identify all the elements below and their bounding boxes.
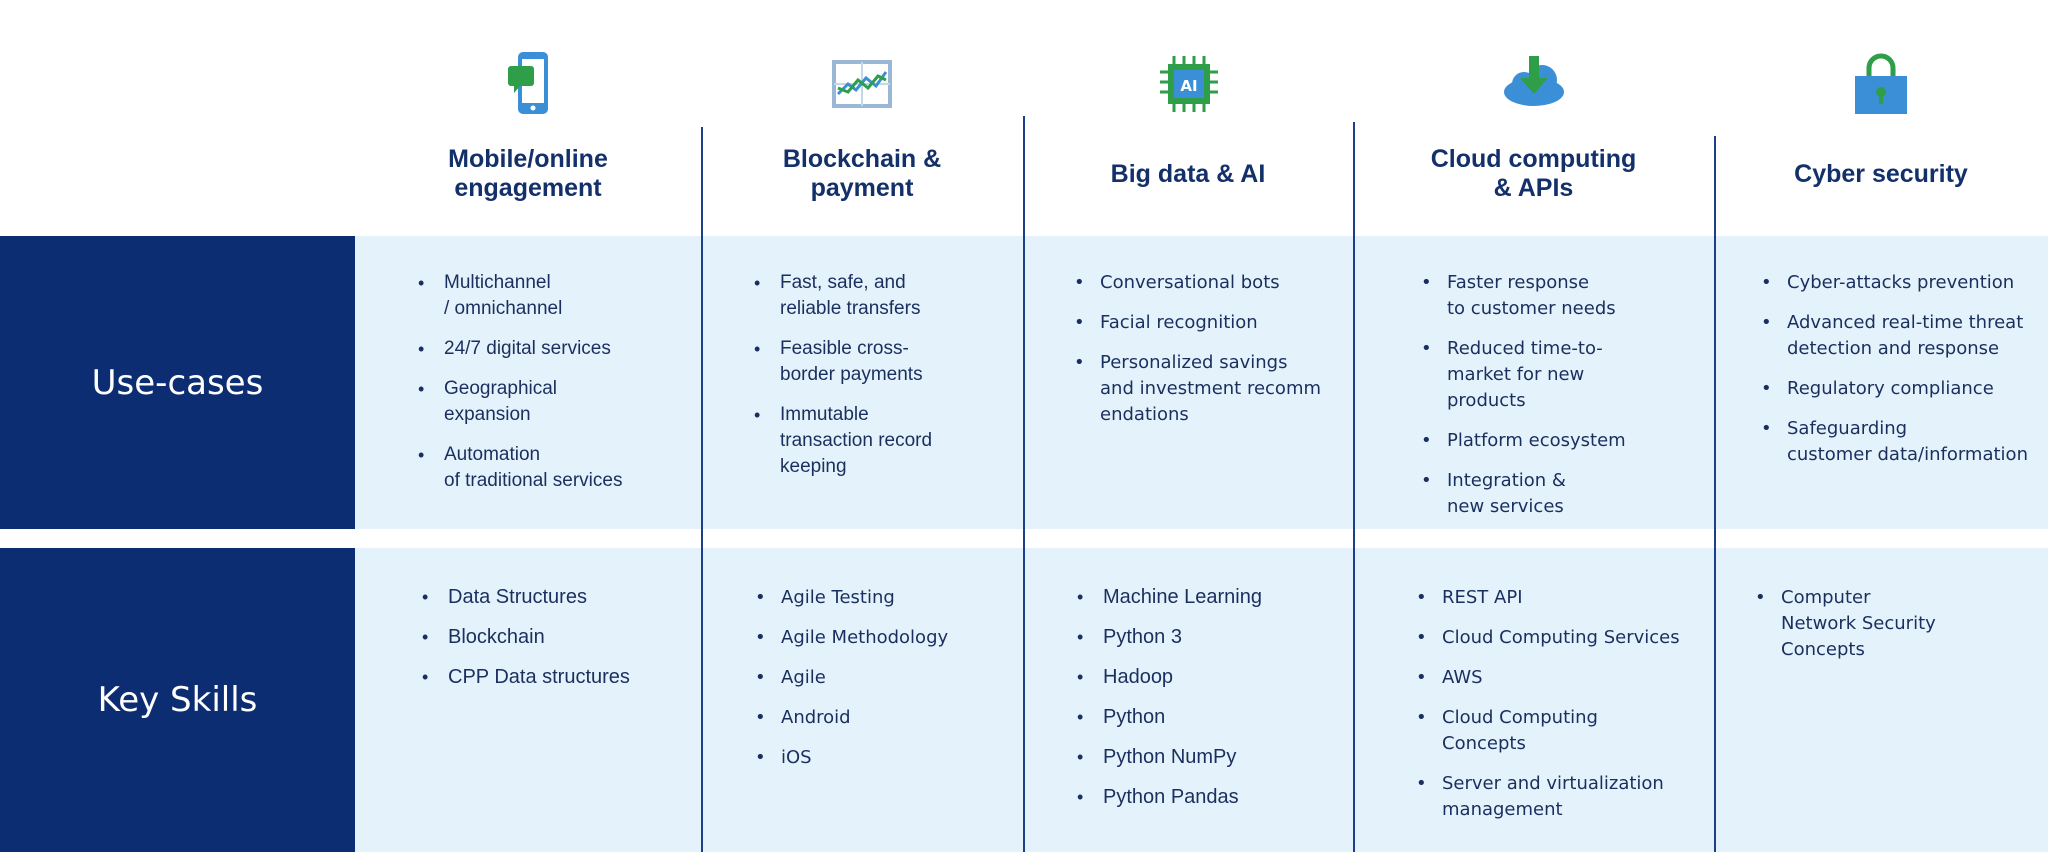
skills-list-cyber: Computer Network Security Concepts (1753, 585, 2048, 677)
list-item: Hadoop (1077, 664, 1373, 690)
list-item: Conversational bots (1074, 270, 1375, 296)
list-item: Personalized savings and investment reco… (1074, 350, 1375, 428)
column-header-cloud: Cloud computing & APIs (1353, 0, 1714, 236)
usecases-list-bigdata: Conversational bots Facial recognition P… (1072, 270, 1375, 442)
list-item: Automation of traditional services (418, 442, 714, 494)
column-divider (1023, 116, 1025, 852)
list-item: Geographical expansion (418, 376, 714, 428)
column-title: Cyber security (1794, 159, 1968, 188)
column-divider (1353, 122, 1355, 852)
column-header-cyber: Cyber security (1714, 0, 2048, 236)
list-item: Cloud Computing Services (1416, 625, 1737, 651)
cloud-download-icon (1498, 48, 1570, 120)
list-item: Reduced time-to- market for new products (1421, 336, 1737, 414)
list-item: Faster response to customer needs (1421, 270, 1737, 322)
trend-chart-icon (826, 48, 898, 120)
list-item: Blockchain (422, 624, 718, 650)
list-item: Server and virtualization management (1416, 771, 1737, 823)
list-item: Immutable transaction record keeping (754, 402, 1040, 480)
list-item: Multichannel / omnichannel (418, 270, 714, 322)
list-item: Python NumPy (1077, 744, 1373, 770)
svg-text:AI: AI (1180, 77, 1197, 95)
row-label-keyskills: Key Skills (0, 548, 355, 852)
list-item: Agile Methodology (755, 625, 1041, 651)
list-item: Computer Network Security Concepts (1755, 585, 2048, 663)
list-item: iOS (755, 745, 1041, 771)
list-item: Python 3 (1077, 624, 1373, 650)
list-item: AWS (1416, 665, 1737, 691)
lock-bag-icon (1845, 48, 1917, 120)
list-item: Agile (755, 665, 1041, 691)
usecases-list-cloud: Faster response to customer needs Reduce… (1419, 270, 1737, 534)
skills-list-bigdata: Machine Learning Python 3 Hadoop Python … (1075, 584, 1373, 824)
list-item: REST API (1416, 585, 1737, 611)
column-title: Big data & AI (1110, 159, 1266, 188)
list-item: 24/7 digital services (418, 336, 714, 362)
list-item: Machine Learning (1077, 584, 1373, 610)
list-item: Platform ecosystem (1421, 428, 1737, 454)
list-item: Feasible cross- border payments (754, 336, 1040, 388)
column-header-mobile: Mobile/online engagement (355, 0, 701, 236)
column-title: Blockchain & payment (782, 145, 942, 202)
list-item: Data Structures (422, 584, 718, 610)
column-title: Cloud computing & APIs (1430, 145, 1637, 202)
usecases-list-cyber: Cyber-attacks prevention Advanced real-t… (1759, 270, 2048, 482)
column-title: Mobile/online engagement (448, 145, 608, 202)
list-item: Cloud Computing Concepts (1416, 705, 1737, 757)
usecases-list-mobile: Multichannel / omnichannel 24/7 digital … (416, 270, 714, 508)
column-header-bigdata: AI Big data & AI (1023, 0, 1353, 236)
list-item: Cyber-attacks prevention (1761, 270, 2048, 296)
ai-chip-icon: AI (1152, 48, 1224, 120)
usecases-list-blockchain: Fast, safe, and reliable transfers Feasi… (752, 270, 1040, 494)
list-item: Integration & new services (1421, 468, 1737, 520)
skills-list-cloud: REST API Cloud Computing Services AWS Cl… (1414, 585, 1737, 837)
row-label-usecases: Use-cases (0, 236, 355, 529)
mobile-chat-icon (492, 48, 564, 120)
list-item: Advanced real-time threat detection and … (1761, 310, 2048, 362)
skills-list-mobile: Data Structures Blockchain CPP Data stru… (420, 584, 718, 704)
list-item: Android (755, 705, 1041, 731)
list-item: Python Pandas (1077, 784, 1373, 810)
list-item: Safeguarding customer data/information (1761, 416, 2048, 468)
list-item: Python (1077, 704, 1373, 730)
list-item: Regulatory compliance (1761, 376, 2048, 402)
list-item: CPP Data structures (422, 664, 718, 690)
list-item: Agile Testing (755, 585, 1041, 611)
list-item: Fast, safe, and reliable transfers (754, 270, 1040, 322)
column-header-blockchain: Blockchain & payment (701, 0, 1023, 236)
skills-list-blockchain: Agile Testing Agile Methodology Agile An… (753, 585, 1041, 785)
list-item: Facial recognition (1074, 310, 1375, 336)
